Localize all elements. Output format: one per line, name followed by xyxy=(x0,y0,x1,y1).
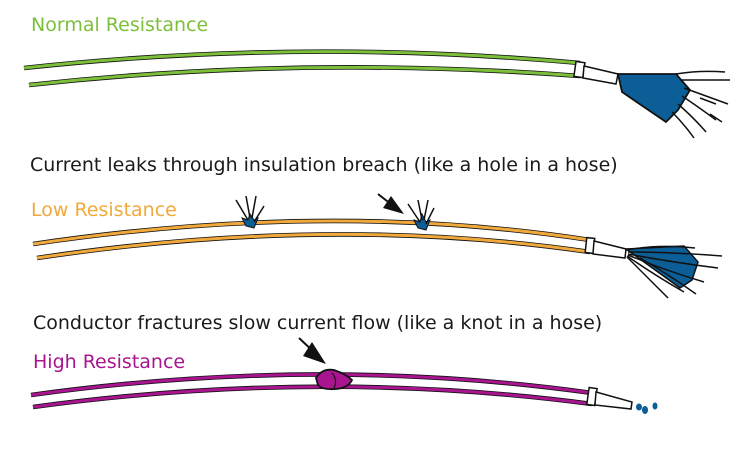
normal-water-spray-icon xyxy=(616,70,730,139)
normal-hose xyxy=(23,49,581,88)
high-resistance-title: High Resistance xyxy=(33,351,186,373)
normal-nozzle-icon xyxy=(573,60,619,85)
low-water-spray-icon xyxy=(623,245,723,299)
water-drip-icon xyxy=(636,402,658,414)
leak-pointer-arrow-icon xyxy=(377,193,404,214)
low-hose xyxy=(32,218,591,261)
low-resistance-caption: Current leaks through insulation breach … xyxy=(30,154,618,176)
high-nozzle-icon xyxy=(585,386,633,410)
knot-icon xyxy=(315,368,354,391)
high-hose xyxy=(30,372,593,410)
leak-1-icon xyxy=(235,195,265,229)
low-nozzle-icon xyxy=(584,236,627,259)
low-resistance-title: Low Resistance xyxy=(31,199,177,221)
high-resistance-caption: Conductor fractures slow current flow (l… xyxy=(33,312,603,334)
knot-pointer-arrow-icon xyxy=(298,337,326,364)
normal-resistance-title: Normal Resistance xyxy=(31,14,209,36)
leak-2-icon xyxy=(407,199,435,231)
